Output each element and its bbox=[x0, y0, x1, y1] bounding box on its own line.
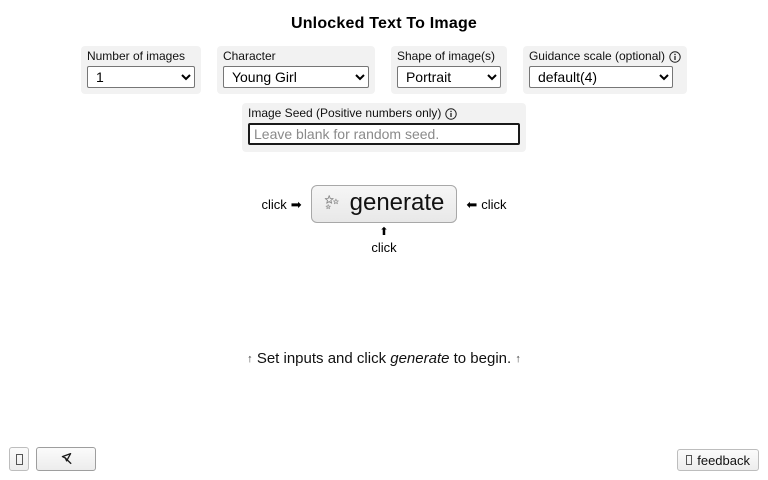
arrow-up-icon: ⬆ bbox=[379, 226, 389, 238]
feedback-button-label: feedback bbox=[697, 452, 750, 468]
generate-button-label: generate bbox=[349, 189, 445, 216]
missing-glyph-box-icon bbox=[686, 455, 693, 465]
info-circle-icon[interactable] bbox=[445, 107, 458, 120]
field-image-seed: Image Seed (Positive numbers only) bbox=[242, 103, 526, 152]
label-text: Number of images bbox=[86, 49, 185, 63]
generate-row: click ➡ generate ⬅ click bbox=[0, 185, 768, 223]
status-arrow-right-icon: ↑ bbox=[515, 353, 521, 365]
bottom-left-toolbar bbox=[9, 447, 96, 471]
field-shape-of-images: Shape of image(s) Portrait bbox=[390, 46, 507, 94]
cursor-tool-button[interactable] bbox=[36, 447, 96, 471]
field-number-of-images: Number of images 1 bbox=[80, 46, 201, 94]
missing-glyph-button[interactable] bbox=[9, 447, 29, 471]
info-circle-icon[interactable] bbox=[669, 50, 681, 63]
field-character: Character Young Girl bbox=[216, 46, 375, 94]
annotation-click-below: ⬆ click bbox=[0, 226, 768, 256]
status-message: ↑ Set inputs and click generate to begin… bbox=[0, 350, 768, 367]
feedback-button[interactable]: feedback bbox=[677, 449, 759, 471]
label-text: Guidance scale (optional) bbox=[528, 49, 666, 63]
label-text: Character bbox=[222, 49, 276, 63]
seed-row: Image Seed (Positive numbers only) bbox=[0, 103, 768, 152]
annotation-click-right: ⬅ click bbox=[466, 197, 506, 212]
label-shape-of-images: Shape of image(s) bbox=[397, 49, 495, 64]
status-emphasis: generate bbox=[390, 350, 450, 367]
status-arrow-left-icon: ↑ bbox=[247, 353, 253, 365]
annotation-click-left: click ➡ bbox=[261, 197, 301, 212]
generate-button[interactable]: generate bbox=[310, 185, 458, 223]
label-image-seed: Image Seed (Positive numbers only) bbox=[248, 106, 458, 121]
status-prefix: Set inputs and click bbox=[256, 350, 391, 367]
annotation-left-label: click bbox=[261, 196, 287, 212]
annotation-right-label: click bbox=[481, 196, 507, 212]
label-text: Image Seed (Positive numbers only) bbox=[248, 106, 442, 120]
missing-glyph-box-icon bbox=[15, 453, 23, 465]
label-number-of-images: Number of images bbox=[87, 49, 185, 64]
arrow-right-icon: ➡ bbox=[290, 196, 302, 212]
label-guidance-scale: Guidance scale (optional) bbox=[529, 49, 681, 64]
arrow-left-icon: ⬅ bbox=[466, 196, 478, 212]
controls-row: Number of images 1 Character Young Girl … bbox=[0, 46, 768, 94]
field-guidance-scale: Guidance scale (optional) default(4) bbox=[522, 46, 688, 94]
page-title: Unlocked Text To Image bbox=[290, 15, 478, 32]
annotation-below-label: click bbox=[371, 240, 397, 255]
label-text: Shape of image(s) bbox=[396, 49, 496, 63]
image-seed-input[interactable] bbox=[248, 123, 520, 145]
sparkles-icon bbox=[323, 194, 341, 212]
label-character: Character bbox=[223, 49, 276, 64]
select-number-of-images[interactable]: 1 bbox=[86, 66, 195, 88]
select-character[interactable]: Young Girl bbox=[222, 66, 369, 88]
select-guidance-scale[interactable]: default(4) bbox=[528, 66, 673, 88]
select-shape-of-images[interactable]: Portrait bbox=[396, 66, 501, 88]
status-suffix: to begin. bbox=[449, 350, 512, 367]
cursor-arrow-icon bbox=[58, 451, 74, 467]
